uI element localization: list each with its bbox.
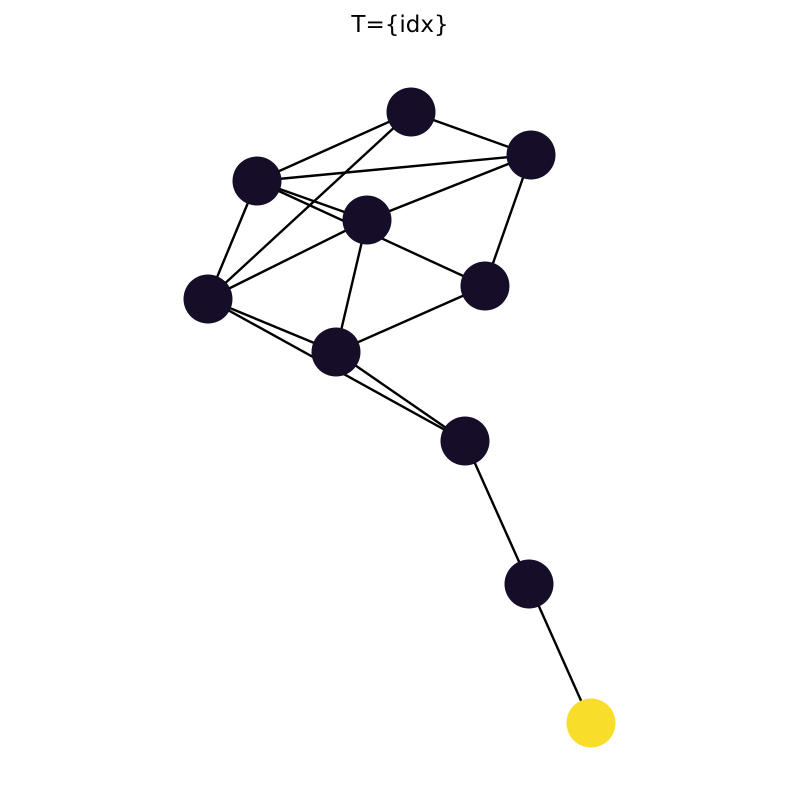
edge-n1-n3 [365,153,533,222]
graph-node-n2 [232,156,282,206]
graph-node-n3 [342,195,392,245]
edge-n8-n9 [527,582,593,725]
graph-node-n4 [183,274,233,324]
graph-node-n0 [386,87,436,137]
graph-node-n9 [566,698,616,748]
graph-node-n1 [506,130,556,180]
edge-n5-n6 [334,284,487,354]
graph-node-n7 [440,416,490,466]
graph-node-n6 [311,327,361,377]
graph-node-n8 [504,559,554,609]
edge-n0-n2 [255,110,413,183]
edge-n6-n7 [334,350,467,443]
edge-n3-n4 [206,218,369,301]
figure-title: T={idx} [351,12,449,38]
graph-node-n5 [460,261,510,311]
edge-n7-n8 [463,439,531,586]
edge-n1-n2 [255,153,533,183]
nodes-layer [183,87,616,748]
